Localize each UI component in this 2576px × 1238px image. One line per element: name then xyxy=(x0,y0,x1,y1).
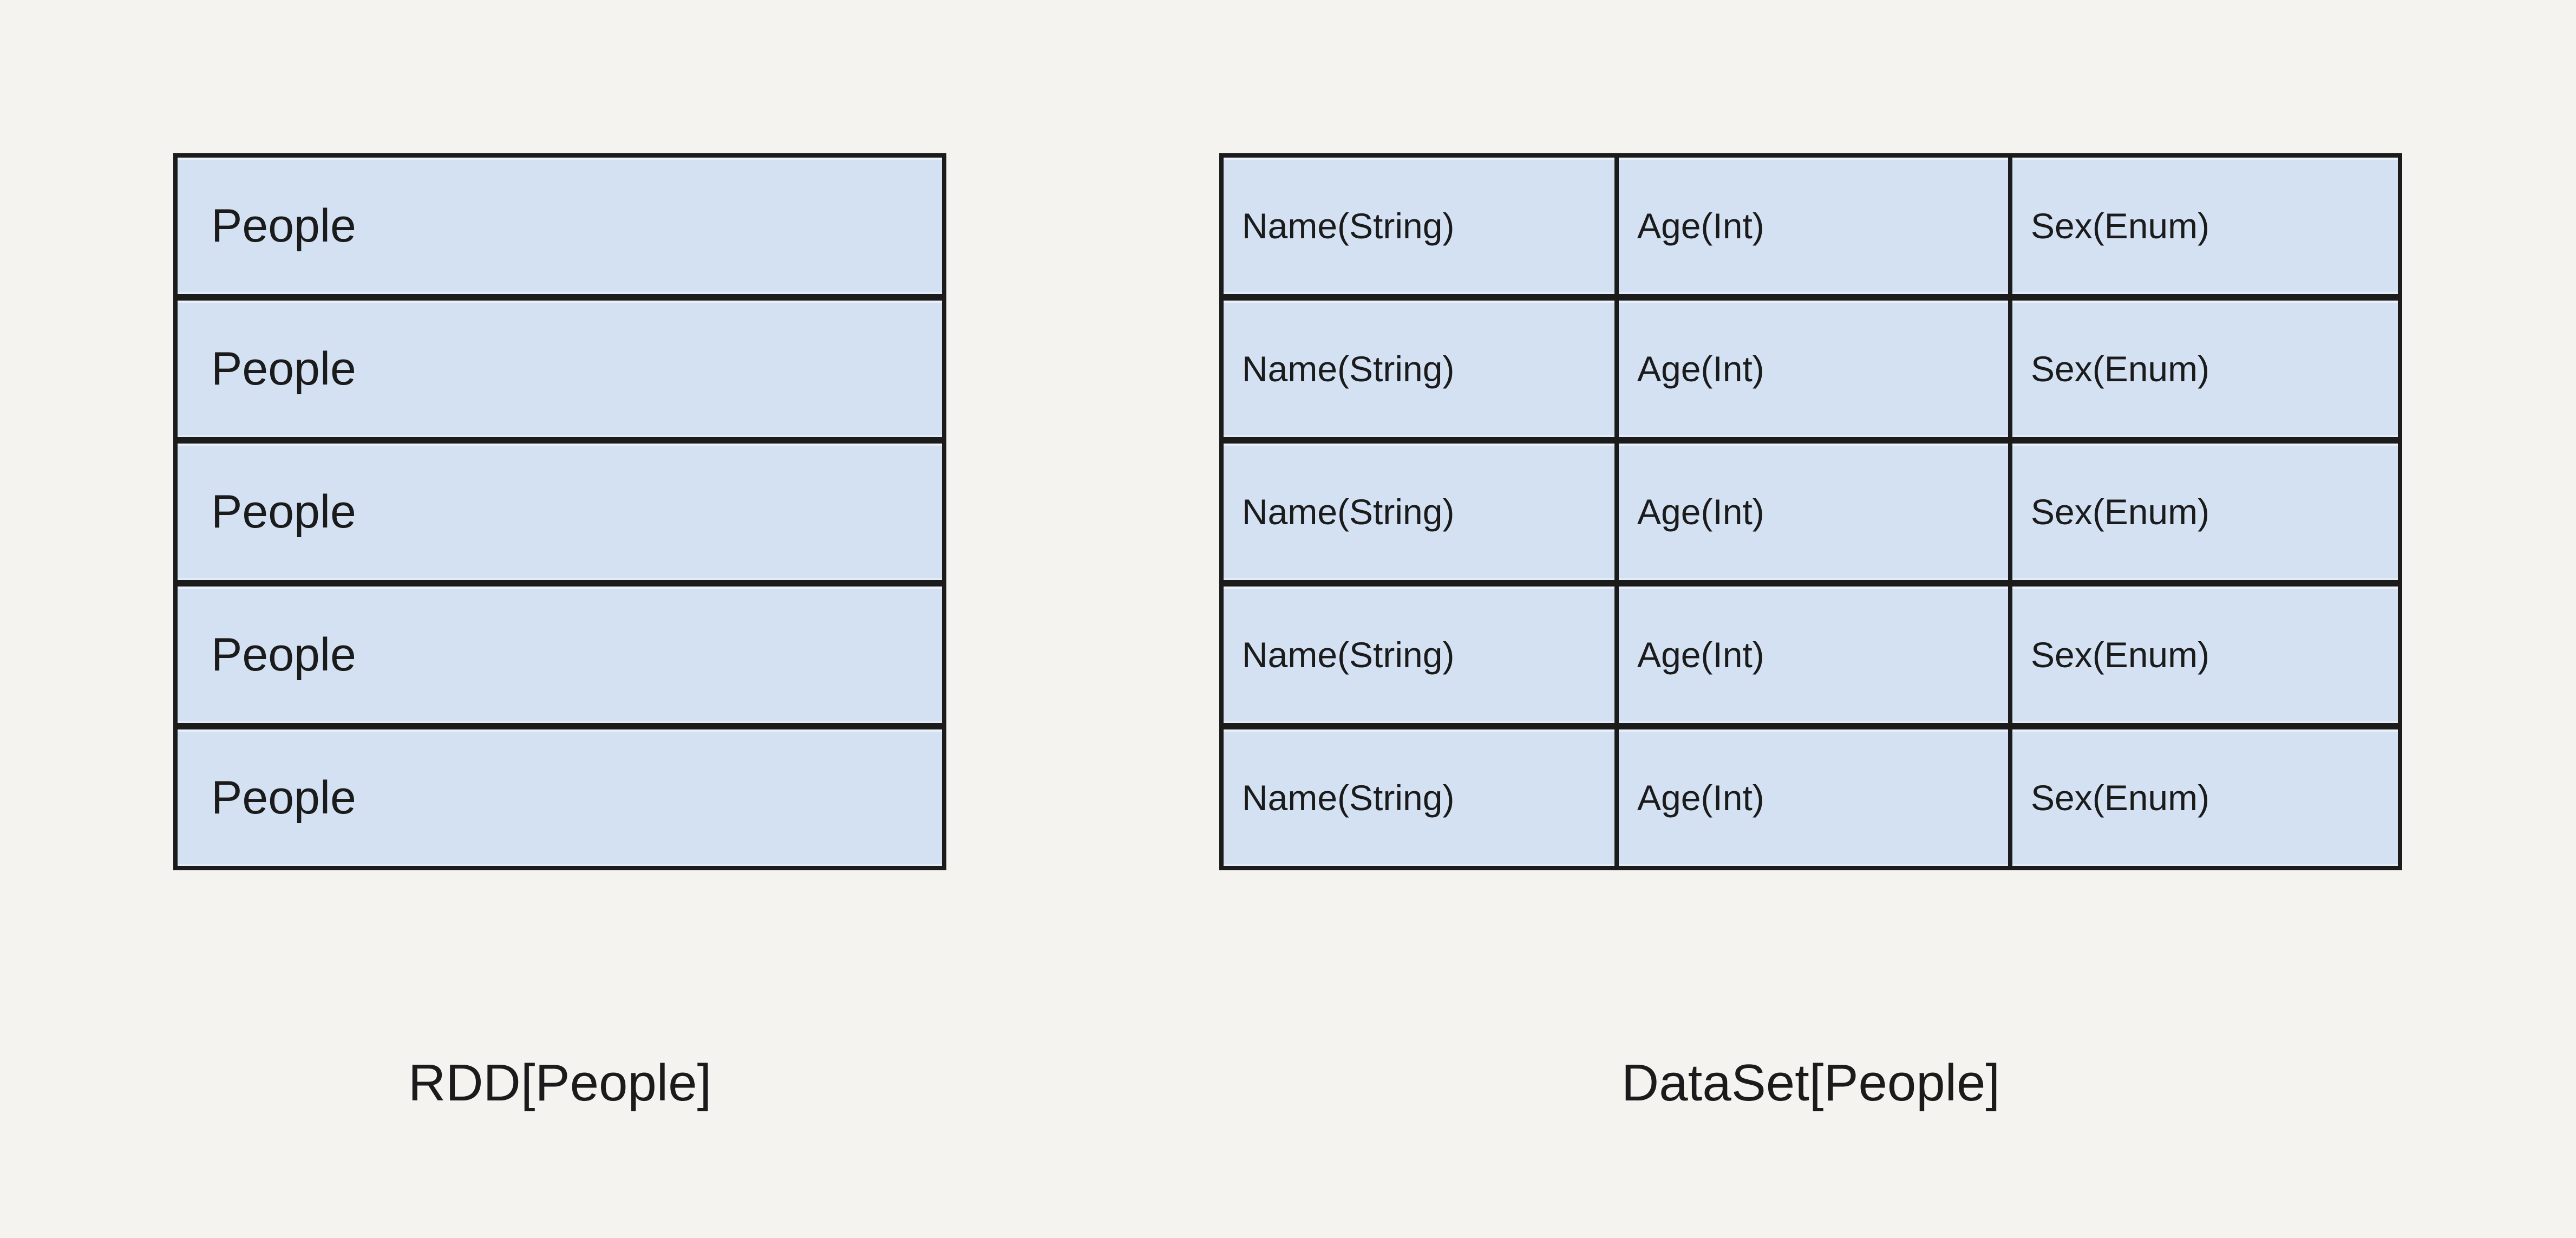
rdd-row[interactable]: People xyxy=(173,296,946,441)
table-cell-sex[interactable]: Sex(Enum) xyxy=(2008,582,2402,727)
table-row: Name(String) Age(Int) Sex(Enum) xyxy=(1219,582,2402,727)
table-cell-text: Name(String) xyxy=(1242,492,1455,532)
table-row: Name(String) Age(Int) Sex(Enum) xyxy=(1219,725,2402,870)
dataset-table: Name(String) Age(Int) Sex(Enum) Name(Str… xyxy=(1219,153,2402,870)
table-cell-age[interactable]: Age(Int) xyxy=(1614,439,2012,584)
rdd-row-label: People xyxy=(211,486,356,538)
rdd-row[interactable]: People xyxy=(173,582,946,727)
table-cell-name[interactable]: Name(String) xyxy=(1219,582,1619,727)
table-cell-sex[interactable]: Sex(Enum) xyxy=(2008,725,2402,870)
table-cell-text: Sex(Enum) xyxy=(2031,635,2210,675)
table-cell-text: Sex(Enum) xyxy=(2031,349,2210,389)
rdd-row-label: People xyxy=(211,343,356,395)
table-cell-text: Age(Int) xyxy=(1637,635,1764,675)
table-cell-text: Age(Int) xyxy=(1637,206,1764,246)
table-cell-text: Sex(Enum) xyxy=(2031,778,2210,818)
table-cell-text: Age(Int) xyxy=(1637,349,1764,389)
table-cell-name[interactable]: Name(String) xyxy=(1219,153,1619,298)
table-cell-text: Name(String) xyxy=(1242,206,1455,246)
table-cell-sex[interactable]: Sex(Enum) xyxy=(2008,296,2402,441)
rdd-row-label: People xyxy=(211,629,356,681)
table-row: Name(String) Age(Int) Sex(Enum) xyxy=(1219,153,2402,298)
table-row: Name(String) Age(Int) Sex(Enum) xyxy=(1219,439,2402,584)
table-cell-sex[interactable]: Sex(Enum) xyxy=(2008,153,2402,298)
table-cell-sex[interactable]: Sex(Enum) xyxy=(2008,439,2402,584)
table-cell-age[interactable]: Age(Int) xyxy=(1614,153,2012,298)
table-cell-text: Age(Int) xyxy=(1637,492,1764,532)
rdd-stack: People People People People People xyxy=(173,153,946,870)
table-cell-age[interactable]: Age(Int) xyxy=(1614,296,2012,441)
table-cell-name[interactable]: Name(String) xyxy=(1219,725,1619,870)
table-cell-text: Name(String) xyxy=(1242,778,1455,818)
rdd-row[interactable]: People xyxy=(173,153,946,298)
rdd-row[interactable]: People xyxy=(173,725,946,870)
rdd-row-label: People xyxy=(211,772,356,824)
table-cell-text: Sex(Enum) xyxy=(2031,206,2210,246)
table-cell-text: Name(String) xyxy=(1242,635,1455,675)
rdd-caption: RDD[People] xyxy=(408,1054,712,1112)
table-cell-name[interactable]: Name(String) xyxy=(1219,439,1619,584)
table-row: Name(String) Age(Int) Sex(Enum) xyxy=(1219,296,2402,441)
table-cell-text: Age(Int) xyxy=(1637,778,1764,818)
table-cell-text: Sex(Enum) xyxy=(2031,492,2210,532)
table-cell-text: Name(String) xyxy=(1242,349,1455,389)
table-cell-age[interactable]: Age(Int) xyxy=(1614,725,2012,870)
dataset-caption: DataSet[People] xyxy=(1621,1054,2000,1112)
table-cell-age[interactable]: Age(Int) xyxy=(1614,582,2012,727)
rdd-row-label: People xyxy=(211,200,356,252)
rdd-row[interactable]: People xyxy=(173,439,946,584)
table-cell-name[interactable]: Name(String) xyxy=(1219,296,1619,441)
